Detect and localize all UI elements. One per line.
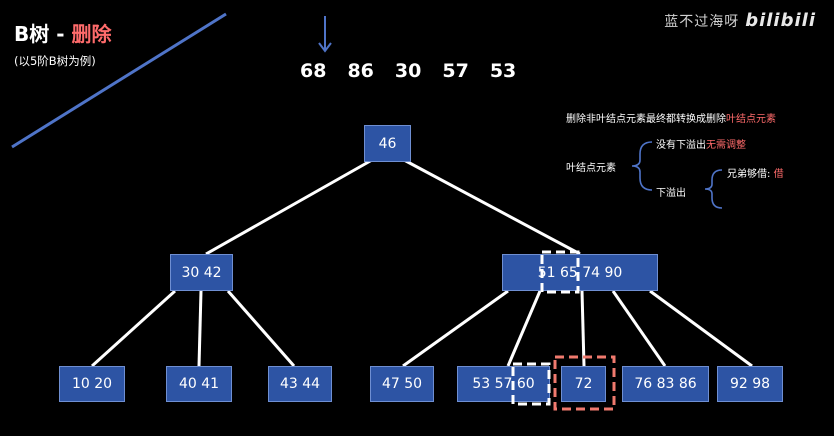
edge-l1a-leaf3 — [226, 290, 296, 367]
branch1-highlight: 无需调整 — [706, 140, 746, 151]
edge-l1b-leaf6 — [580, 290, 586, 367]
rule-tree-branch1: 没有下溢出无需调整 — [656, 136, 746, 151]
slide-title: B树 - 删除 (以5阶B树为例) — [14, 18, 111, 69]
btree-leaf-node: 43 44 — [268, 366, 332, 402]
sequence-item: 68 — [300, 60, 327, 82]
edge-l1a-leaf2 — [197, 290, 203, 367]
dashed-highlight-60 — [511, 362, 551, 406]
btree-leaf-node: 10 20 — [59, 366, 125, 402]
rule-tree-branch2: 下溢出 — [656, 188, 686, 199]
btree-leaf-node: 76 83 86 — [622, 366, 709, 402]
sequence-item: 53 — [489, 60, 517, 82]
leaf-prefix: 兄弟够借: — [727, 169, 774, 180]
edge-l1b-leaf8 — [649, 289, 753, 368]
edge-l1a-leaf1 — [90, 289, 177, 368]
watermark-text: 蓝不过海呀 — [664, 14, 740, 30]
rule-highlight: 叶结点元素 — [726, 114, 776, 125]
edge-l1b-leaf5 — [506, 290, 542, 367]
btree-internal-node: 30 42 — [170, 254, 233, 291]
deletion-sequence: 68 86 30 57 53 — [300, 60, 537, 82]
rule-tree-leaf: 兄弟够借: 借 — [727, 165, 784, 180]
sequence-item: 30 — [394, 60, 422, 82]
bilibili-logo: bilibili — [745, 10, 816, 31]
btree-leaf-node: 53 57 60 — [457, 366, 550, 402]
btree-internal-node: 51 65 74 90 — [502, 254, 658, 291]
edge-root-right — [403, 158, 581, 256]
edge-l1b-leaf7 — [611, 290, 667, 367]
branch1-prefix: 没有下溢出 — [656, 140, 706, 151]
leaf-highlight: 借 — [773, 169, 784, 180]
btree-leaf-node: 92 98 — [717, 366, 783, 402]
deletion-rule: 删除非叶结点元素最终都转换成删除叶结点元素 — [566, 110, 776, 125]
bracket-sub — [704, 169, 723, 209]
dashed-highlight-65 — [540, 250, 580, 294]
diagonal-divider — [11, 12, 227, 149]
btree-leaf-node: 47 50 — [370, 366, 434, 402]
btree-leaf-node: 40 41 — [166, 366, 232, 402]
edge-root-left — [205, 158, 373, 256]
title-main-text: B树 - — [14, 22, 72, 46]
slide-subtitle: (以5阶B树为例) — [14, 54, 96, 68]
sequence-item: 86 — [347, 60, 374, 82]
btree-root-node: 46 — [364, 125, 411, 162]
down-arrow-head — [318, 42, 332, 53]
sequence-item: 57 — [442, 60, 469, 82]
watermark: 蓝不过海呀 bilibili — [664, 10, 816, 31]
title-accent-text: 删除 — [71, 22, 112, 46]
bracket-main — [631, 141, 653, 191]
edge-l1b-leaf4 — [402, 289, 509, 368]
rule-tree-root: 叶结点元素 — [566, 163, 616, 174]
dashed-highlight-72 — [553, 355, 616, 411]
rule-prefix: 删除非叶结点元素最终都转换成删除 — [566, 114, 726, 125]
btree-leaf-node: 72 — [561, 366, 606, 402]
